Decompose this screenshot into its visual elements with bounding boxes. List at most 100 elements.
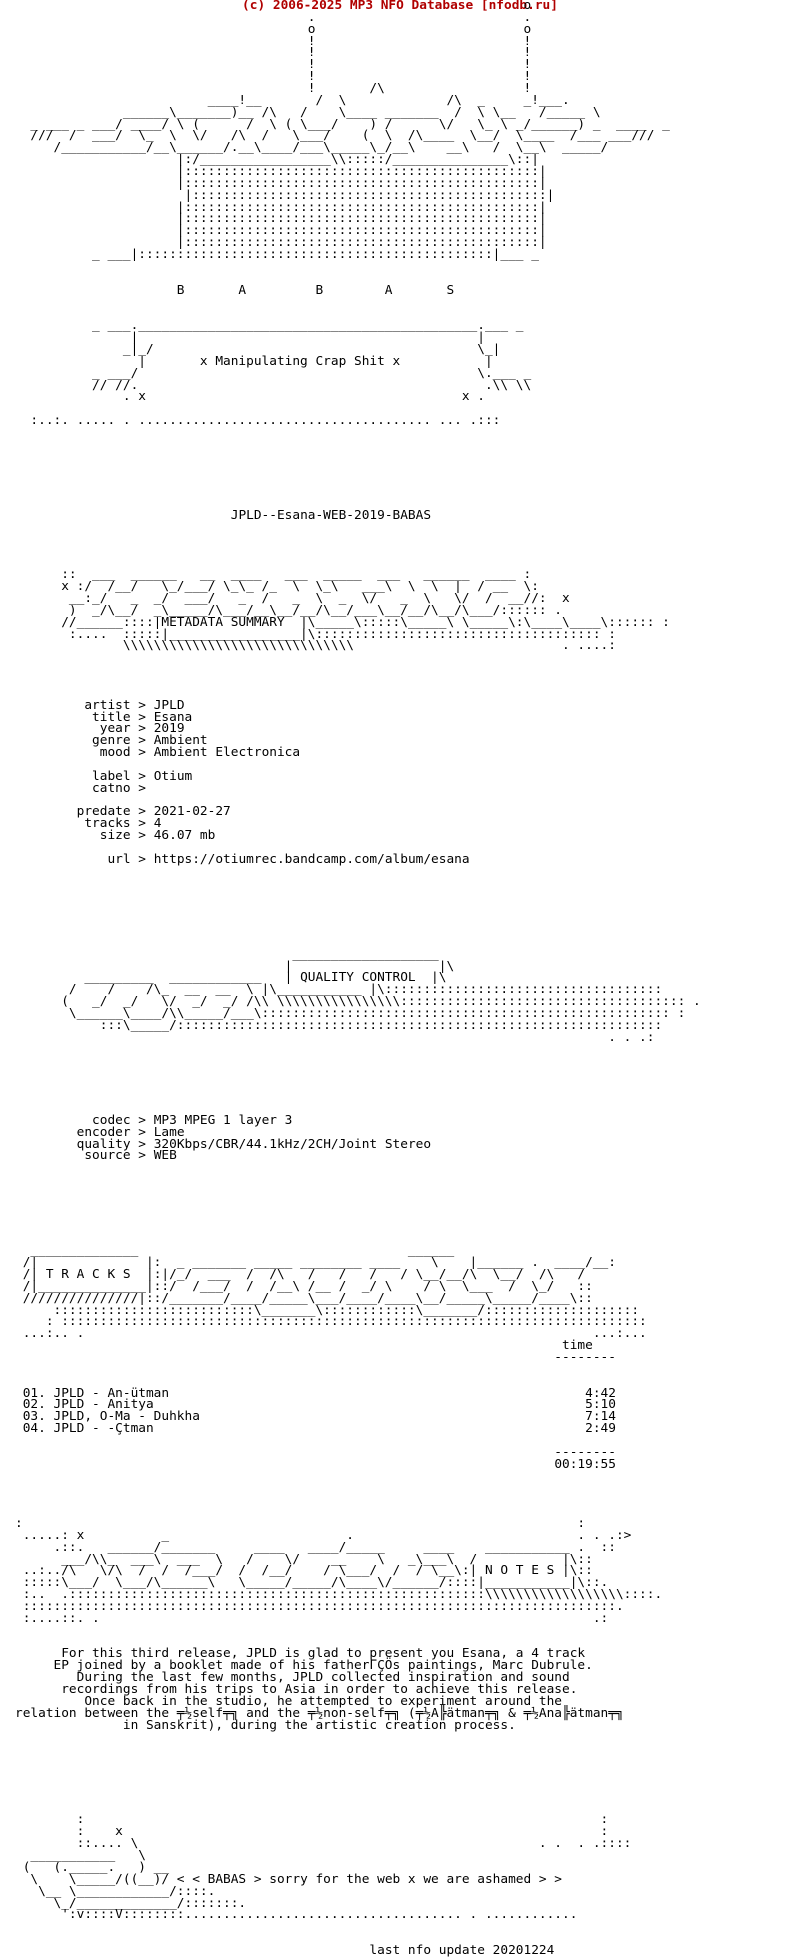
kv-separator: > [130,851,154,867]
logo-line: _|_/ \_| [122,341,501,357]
kv-value: MP3 MPEG 1 layer 3 [153,1112,293,1128]
metadata-list: artist > JPLD title > Esana year > 2019 … [15,698,470,867]
kv-value: https://otiumrec.bandcamp.com/album/esan… [153,851,470,867]
kv-separator: > [130,721,154,737]
kv-key: quality [15,1136,131,1152]
kv-row: mood > Ambient Electronica [15,745,300,760]
kv-key: catno [15,780,131,796]
tracks-banner-art: ______________ ______ /| |: _ _______ __… [22,1243,616,1282]
track-row: 01. JPLD - An-ütman 4:42 [15,1386,616,1401]
quality-banner-art: ___________________ | |\ _________ _____… [84,946,455,986]
track-row: 04. JPLD - -Çtman 2:49 [15,1421,616,1436]
logo-line: o [523,0,532,13]
kv-row: size > 46.07 mb [15,828,216,844]
track-time: 2:49 [153,1421,616,1437]
kv-separator: > [130,1136,154,1152]
kv-value: 2019 [153,721,185,737]
kv-row: encoder > Lame [15,1125,185,1140]
track-time: 4:42 [169,1385,616,1401]
logo-line: ! /\ ! [307,81,532,97]
logo-line: ____!__ / \ /\ _ _!___. [207,92,570,108]
logo-line: |:/_________________\\:::::/____________… [176,152,539,168]
kv-value: WEB [153,1148,177,1164]
kv-key: tracks [15,816,131,832]
logo-line: ______\_______)__ /\ / \____ _______ / \… [122,104,601,120]
kv-separator: > [130,768,154,784]
kv-key: artist [15,697,131,713]
nfo-document: o . . o o ! [15,0,701,1958]
kv-key: source [15,1148,131,1164]
logo-line: /// / ___/ \_ \ \/ /\ / \___/ ( \ /\____… [30,128,655,144]
kv-row: artist > JPLD [15,697,185,713]
track-title: 04. JPLD - -Çtman [15,1421,154,1437]
quality-header: QUALITY CONTROL [300,970,416,986]
logo-line: ! ! [307,69,532,85]
notes-header: N O T E S [484,1563,555,1579]
logo-line: /___________/__\______/.__\____/___\____… [53,140,609,156]
kv-row: title > Esana [15,710,192,725]
logo-line: |:::::::::::::::::::::::::::::::::::::::… [176,199,547,215]
kv-row: predate > 2021-02-27 [15,804,231,819]
logo-line: | | [130,330,485,346]
kv-value: Ambient Electronica [153,745,301,761]
kv-key: url [15,851,131,867]
kv-key: codec [15,1112,131,1128]
notes-line: in Sanskrit), during the artistic creati… [122,1717,516,1733]
kv-value: JPLD [153,697,185,713]
kv-key: genre [15,733,131,749]
footer-art: : : : x : ::.... \ [22,1812,632,1875]
kv-value: 46.07 mb [153,828,216,844]
kv-row: quality > 320Kbps/CBR/44.1kHz/2CH/Joint … [15,1137,431,1152]
kv-value: 4 [153,816,162,832]
kv-key: title [15,709,131,725]
kv-separator: > [130,804,154,820]
kv-key: label [15,768,131,784]
track-time: 5:10 [153,1397,616,1413]
kv-key: year [15,721,131,737]
kv-separator: > [130,697,154,713]
track-title: 03. JPLD, O-Ma - Duhkha [15,1409,200,1425]
kv-key: predate [15,804,131,820]
kv-key: mood [15,745,131,761]
track-row: 02. JPLD - Anitya 5:10 [15,1397,616,1412]
kv-separator: > [130,709,154,725]
logo-line: ! ! [307,33,532,49]
kv-value: 2021-02-27 [153,804,231,820]
logo-line: |:::::::::::::::::::::::::::::::::::::::… [176,164,547,180]
track-list: 01. JPLD - An-ütman 4:42 02. JPLD - Anit… [15,1386,616,1437]
last-update: last nfo update 20201224 [369,1942,555,1958]
logo-line: B A B A S [176,282,455,298]
kv-separator: > [130,1112,154,1128]
logo-line: |:::::::::::::::::::::::::::::::::::::::… [176,211,547,227]
time-column-label: time [562,1338,593,1354]
logo-line: . x x . [122,389,485,405]
kv-separator: > [130,745,154,761]
notes-banner-art: : : .....: x _ . . . .:> .::. ______/___… [15,1516,632,1579]
metadata-banner-art: :: ___ ______ __ ____ ___ _____ ___ ____… [61,567,570,630]
kv-key: size [15,828,131,844]
release-name: JPLD--Esana-WEB-2019-BABAS [230,507,432,523]
kv-value: Esana [153,709,193,725]
logo-line: |:::::::::::::::::::::::::::::::::::::::… [184,187,555,203]
logo-line: _ ___/ \.___ _ [92,365,532,381]
logo-line: |:::::::::::::::::::::::::::::::::::::::… [176,175,547,191]
kv-row: label > Otium [15,769,192,784]
logo-line: :..:. ..... . ..........................… [30,413,501,429]
metadata-header: METADATA SUMMARY [161,614,285,630]
track-row: 03. JPLD, O-Ma - Duhkha 7:14 [15,1409,616,1424]
kv-separator: > [130,816,154,832]
logo-line: _ ___ _ ___/ ____/ \ ( / \ ( \___/ ) / \… [30,116,670,132]
kv-value: Otium [153,768,193,784]
kv-row: genre > Ambient [15,733,208,748]
kv-separator: > [130,733,154,749]
kv-row: catno > [15,781,154,796]
kv-row: source > WEB [15,1148,177,1163]
copyright-banner: (c) 2006-2025 MP3 NFO Database [nfodb.ru… [242,0,558,13]
track-time: 7:14 [199,1409,616,1425]
logo-line: _ ___|::::::::::::::::::::::::::::::::::… [92,247,539,263]
track-title: 01. JPLD - An-ütman [15,1385,170,1401]
logo-line: . . [307,9,532,25]
logo-line: ! ! [307,57,532,73]
logo-line: // //. .\\ \\ [92,377,532,393]
kv-value: Ambient [153,733,208,749]
